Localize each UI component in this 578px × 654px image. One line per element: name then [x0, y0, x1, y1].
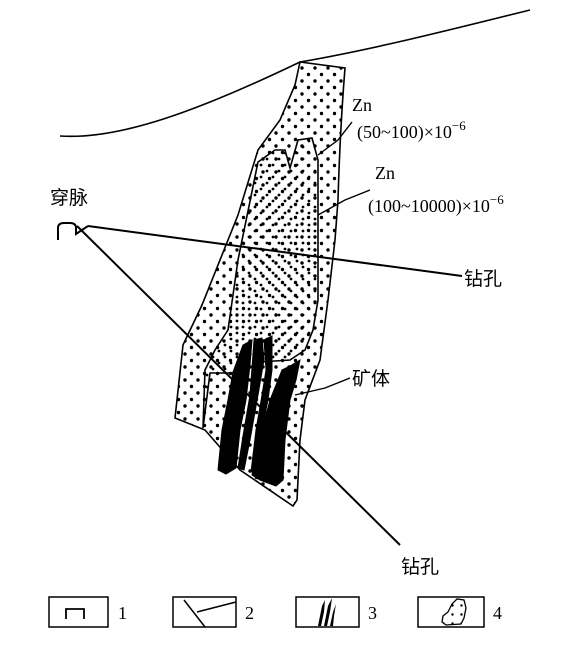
legend-item-2-box	[172, 596, 237, 628]
drillhole-upper-line	[87, 225, 463, 277]
label-drillhole-lower: 钻孔	[401, 556, 439, 578]
drillhole-lower-line	[76, 225, 401, 546]
legend-drillhole-line-b	[196, 601, 237, 613]
label-adit: 穿脉	[50, 187, 88, 209]
legend: 1 2 3 4	[48, 596, 502, 628]
label-orebody: 矿体	[352, 368, 390, 390]
inner-anomaly-zone	[202, 137, 319, 429]
label-zn-outer-element: Zn	[352, 95, 372, 115]
adit-symbol-icon	[57, 222, 89, 240]
legend-orebody-veins-icon	[318, 598, 336, 626]
legend-adit-symbol-icon	[65, 608, 85, 619]
label-drillhole-upper: 钻孔	[464, 268, 502, 290]
label-zn-inner-element: Zn	[375, 163, 395, 183]
leader-zn-outer	[317, 121, 353, 156]
legend-item-2-number: 2	[245, 603, 254, 623]
leader-orebody	[294, 377, 351, 396]
legend-drillhole-lines-icon	[183, 599, 206, 628]
legend-anomaly-zone-icon	[441, 598, 467, 626]
leader-zn-inner	[317, 189, 371, 216]
label-zn-inner-range: (100~10000)×10−6	[368, 192, 504, 217]
legend-item-3-number: 3	[368, 603, 377, 623]
legend-item-1-box	[48, 596, 109, 628]
legend-item-1-number: 1	[118, 603, 127, 623]
legend-item-4-number: 4	[493, 603, 502, 623]
label-zn-outer-range: (50~100)×10−6	[357, 118, 466, 143]
